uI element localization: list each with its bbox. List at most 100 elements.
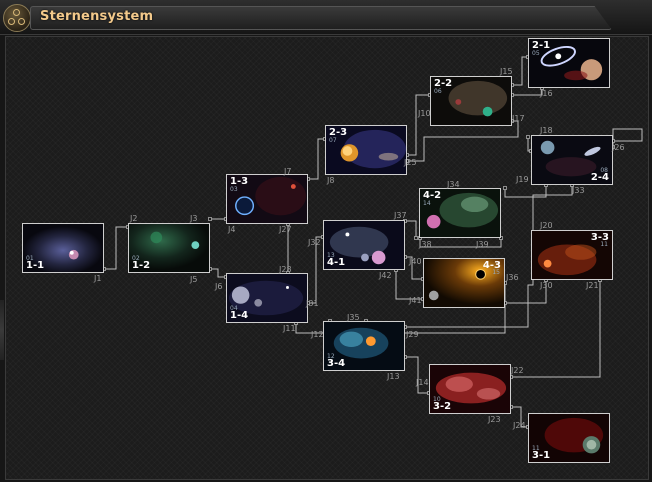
system-label: 2-4 (590, 172, 609, 183)
junction-label: J6 (215, 282, 223, 291)
system-label: 3-4 (327, 358, 346, 369)
connection-line (405, 185, 573, 328)
system-label: 3-3 (590, 232, 609, 243)
junction-marker[interactable] (414, 236, 418, 240)
junction-label: J30 (540, 281, 553, 290)
connection-line (419, 238, 502, 248)
system-number: 13 (327, 252, 335, 259)
junction-label: J18 (540, 126, 553, 135)
nebula-red-icon (430, 365, 510, 413)
junction-label: J33 (572, 186, 585, 195)
junction-label: J42 (379, 271, 392, 280)
blackhole-gold-icon (424, 259, 504, 307)
planets-pink-icon (324, 221, 404, 269)
junction-label: J41 (409, 296, 422, 305)
junction-label: J23 (488, 415, 501, 424)
connection-line (504, 185, 547, 198)
junction-label: J4 (228, 225, 236, 234)
system-label: 1-2 (132, 260, 151, 271)
junction-label: J22 (511, 366, 524, 375)
system-number: 04 (230, 305, 238, 312)
connection-line (308, 138, 325, 180)
junction-label: J34 (447, 180, 460, 189)
junction-label: J21 (586, 281, 599, 290)
planets-pale-icon (227, 274, 307, 322)
connection-line (612, 128, 643, 147)
junction-marker[interactable] (499, 236, 503, 240)
system-number: 01 (26, 255, 34, 262)
system-node-4-3[interactable]: 15 4-3 (423, 258, 505, 308)
system-node-2-1[interactable]: 05 2-1 (528, 38, 610, 88)
system-node-1-1[interactable]: 01 1-1 (22, 223, 104, 273)
junction-marker[interactable] (208, 217, 212, 221)
junction-label: J31 (306, 299, 319, 308)
system-number: 03 (230, 186, 238, 193)
title-bar: Sternensystem (0, 0, 652, 35)
connection-line (395, 270, 423, 300)
connection-line (511, 406, 528, 428)
junction-label: J38 (419, 240, 432, 249)
connection-line (308, 236, 323, 304)
junction-marker[interactable] (503, 186, 507, 190)
nebula-rust-icon (532, 231, 612, 279)
connection-line (407, 94, 430, 156)
nebula-red-dark-icon (529, 414, 609, 462)
junction-label: J2 (130, 214, 138, 223)
system-node-1-2[interactable]: 02 1-2 (128, 223, 210, 273)
system-number: 08 (600, 167, 608, 174)
system-node-1-4[interactable]: 04 1-4 (226, 273, 308, 323)
side-handle (0, 300, 4, 360)
system-number: 14 (423, 200, 431, 207)
junction-marker[interactable] (526, 135, 530, 139)
system-label: 4-1 (327, 257, 346, 268)
junction-label: J3 (190, 214, 198, 223)
title-tab (30, 6, 612, 30)
junction-label: J20 (540, 221, 553, 230)
connection-line (405, 356, 429, 394)
junction-label: J24 (513, 421, 526, 430)
system-label: 1-4 (230, 310, 249, 321)
junction-label: J10 (418, 109, 431, 118)
system-node-4-2[interactable]: 14 4-2 (419, 188, 501, 238)
planet-blue-icon (227, 175, 307, 223)
junction-label: J8 (327, 176, 335, 185)
logo-icon (3, 4, 31, 32)
junction-label: J13 (387, 372, 400, 381)
system-number: 10 (433, 396, 441, 403)
junction-label: J14 (416, 378, 429, 387)
nebula-mint-icon (420, 189, 500, 237)
nebula-blue-icon (23, 224, 103, 272)
connection-line (210, 268, 226, 278)
junction-label: J29 (406, 330, 419, 339)
junction-label: J17 (512, 114, 525, 123)
system-node-3-4[interactable]: 12 3-4 (323, 321, 405, 371)
junction-label: J40 (409, 257, 422, 266)
star-system-map: 01 1-1 02 1-2 03 1-3 04 1-4 (5, 36, 649, 480)
system-number: 11 (600, 241, 608, 248)
system-node-4-1[interactable]: 13 4-1 (323, 220, 405, 270)
system-number: 07 (329, 137, 337, 144)
system-node-3-1[interactable]: 11 3-1 (528, 413, 610, 463)
spiral-galaxy-icon (529, 39, 609, 87)
system-node-2-3[interactable]: 07 2-3 (325, 125, 407, 175)
system-label: 4-2 (423, 190, 442, 201)
junction-label: J11 (283, 324, 296, 333)
system-label: 2-2 (434, 78, 453, 89)
system-node-2-4[interactable]: 08 2-4 (531, 135, 613, 185)
connection-line (104, 226, 128, 270)
system-label: 1-1 (26, 260, 45, 271)
junction-label: J15 (500, 67, 513, 76)
system-node-2-2[interactable]: 06 2-2 (430, 76, 512, 126)
system-number: 15 (492, 269, 500, 276)
system-node-3-3[interactable]: 11 3-3 (531, 230, 613, 280)
junction-label: J32 (308, 238, 321, 247)
system-label: 4-3 (482, 260, 501, 271)
system-node-3-2[interactable]: 10 3-2 (429, 364, 511, 414)
system-node-1-3[interactable]: 03 1-3 (226, 174, 308, 224)
system-label: 1-3 (230, 176, 249, 187)
connection-line (505, 280, 547, 304)
connection-line (512, 88, 543, 96)
junction-label: J7 (284, 167, 292, 176)
system-label: 2-3 (329, 127, 348, 138)
